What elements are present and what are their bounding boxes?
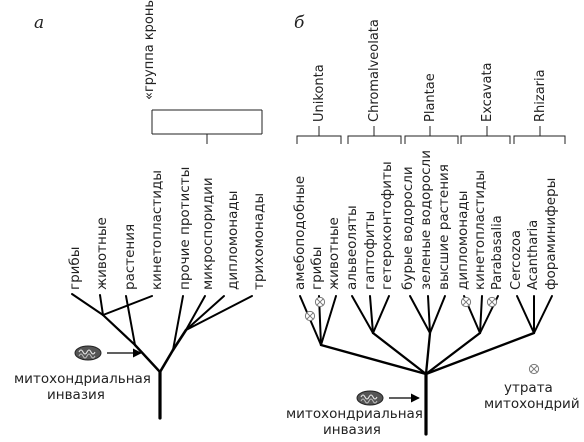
panel-a-note-line1: митохондриальная — [14, 371, 151, 387]
panel-b-taxon-cercozoa: Cercozoa — [509, 230, 524, 290]
panel-b-taxon-foraminifera: фораминиферы — [543, 178, 559, 290]
panel-b-taxon-higher-plants: высшие растения — [436, 164, 452, 290]
panel-b-group-chromalveolata: Chromalveolata — [367, 19, 382, 122]
panel-b-group-plantae: Plantae — [423, 73, 438, 122]
panel-b-taxon-kinetoplastids: кинетопластиды — [472, 170, 488, 290]
panel-b-loss-icon-amoebozoa — [304, 310, 316, 322]
panel-b-group-rhizaria: Rhizaria — [533, 69, 548, 122]
panel-a-group-label: «группа кроны» — [142, 0, 157, 100]
panel-a-taxon-animals: животные — [94, 217, 110, 290]
panel-a-taxon-trichomonads: трихомонады — [251, 193, 267, 290]
panel-a-taxon-plants: растения — [122, 224, 138, 290]
panel-b-note-line2: инвазия — [323, 422, 381, 438]
panel-b-taxon-diplomonads: дипломонады — [455, 191, 471, 290]
panel-b-loss-icon-diplomonads — [460, 296, 472, 308]
panel-b-taxon-fungi: грибы — [309, 247, 325, 290]
panel-b-taxon-haptophytes: гаптофиты — [362, 211, 378, 290]
panel-b-taxon-alveolates: альвеоляты — [344, 205, 360, 290]
panel-b-brackets — [296, 126, 566, 144]
panel-a-taxon-kinetoplastids: кинетопластиды — [149, 170, 165, 290]
panel-a-tree — [71, 293, 253, 420]
panel-b-note-line1: митохондриальная — [286, 406, 423, 422]
panel-b-taxon-heterokontophytes: гетероконтофиты — [379, 161, 395, 290]
panel-b-group-unikonta: Unikonta — [312, 64, 327, 122]
panel-b-legend-line1: утрата — [504, 380, 553, 396]
panel-b-taxon-acantharia: Acantharia — [526, 220, 541, 290]
panel-b-mitochondrion-icon — [356, 390, 384, 406]
panel-b: б Unikonta Chromalveolata Plantae Excava… — [286, 13, 580, 438]
panel-b-loss-icon-fungi — [314, 296, 326, 308]
panel-a-taxon-fungi: грибы — [67, 247, 83, 290]
panel-b-loss-icon-parabasalia — [486, 296, 498, 308]
panel-a-mitochondrion-icon — [74, 345, 102, 361]
panel-a-taxon-diplomonads: дипломонады — [225, 191, 241, 290]
panel-b-taxon-brown-algae: бурые водоросли — [400, 166, 416, 290]
panel-a-letter: а — [34, 13, 44, 33]
panel-b-taxon-parabasalia: Parabasalia — [490, 215, 505, 290]
panel-b-legend-line2: митохондрий — [484, 396, 580, 412]
panel-b-taxon-animals: животные — [326, 217, 342, 290]
panel-b-group-excavata: Excavata — [480, 62, 495, 122]
panel-a-taxon-other-protists: прочие протисты — [177, 167, 193, 290]
panel-a: а «группа кроны» — [14, 0, 267, 420]
panel-b-letter: б — [294, 13, 305, 33]
panel-a-taxon-microsporidia: микроспоридии — [200, 177, 216, 290]
panel-b-legend-loss-icon — [528, 363, 540, 375]
panel-a-note-line2: инвазия — [47, 387, 105, 403]
panel-b-taxon-green-algae: зеленые водоросли — [418, 150, 434, 290]
panel-b-taxon-amoebozoa: амебоподобные — [292, 176, 308, 290]
panel-a-crown-bracket — [151, 109, 263, 144]
